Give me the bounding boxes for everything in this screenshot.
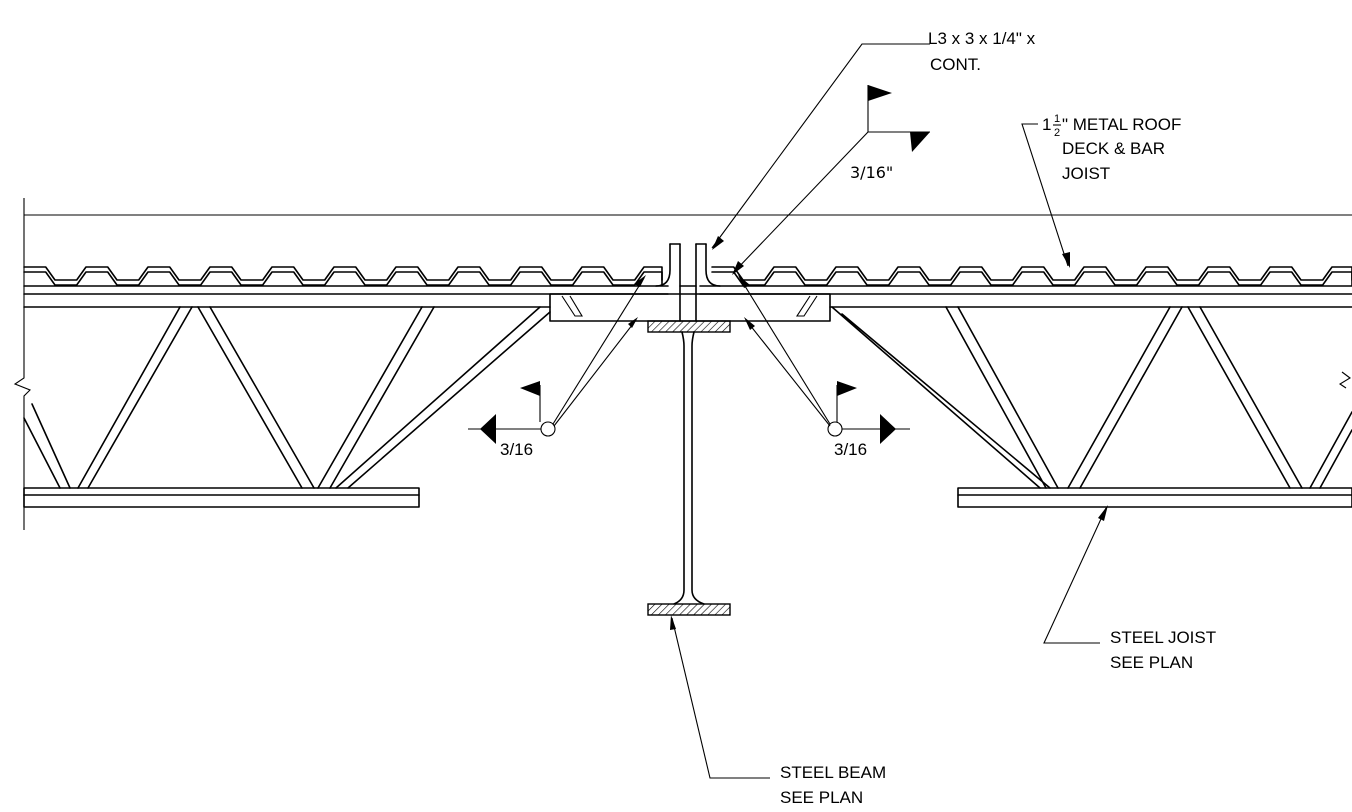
svg-text:1: 1: [1042, 115, 1051, 134]
weld-size-left: 3/16: [500, 440, 533, 459]
weld-symbol-top: [732, 85, 930, 275]
deck-label-line3: JOIST: [1062, 164, 1110, 183]
continuous-angle: [655, 243, 721, 322]
joist-bottom-chord-left: [23, 487, 420, 508]
steel-beam: [647, 320, 731, 616]
svg-text:2: 2: [1054, 127, 1060, 139]
beam-leader: [670, 615, 770, 779]
joist-leader: [1043, 505, 1108, 644]
beam-label-line2: SEE PLAN: [780, 788, 863, 807]
svg-text:1: 1: [1054, 113, 1060, 125]
metal-roof-deck: [23, 266, 1352, 286]
joist-bottom-chord-right: [957, 487, 1352, 508]
weld-symbol-right: [738, 275, 910, 444]
joist-top-chord-left: [23, 285, 669, 308]
weld-size-top: 3/16": [850, 163, 893, 182]
svg-text:" METAL ROOF: " METAL ROOF: [1062, 115, 1181, 134]
beam-label-line1: STEEL BEAM: [780, 763, 886, 782]
angle-leader: [711, 43, 930, 250]
joist-top-chord-right: [699, 285, 1352, 308]
left-break-line: [13, 198, 31, 530]
weld-size-right: 3/16: [834, 440, 867, 459]
deck-label-line1: 1 1 2 " METAL ROOF: [1042, 113, 1181, 139]
joist-label-line1: STEEL JOIST: [1110, 628, 1216, 647]
angle-label-line1: L3 x 3 x 1/4" x: [928, 29, 1036, 48]
deck-label-line2: DECK & BAR: [1062, 139, 1165, 158]
bearing-seat-plate: [549, 293, 831, 322]
deck-leader: [1021, 123, 1070, 268]
right-break-line: [1338, 371, 1351, 389]
joist-web-members-left: [23, 306, 551, 489]
seat-slots: [561, 295, 818, 317]
weld-symbol-left: [468, 275, 646, 444]
angle-label-line2: CONT.: [930, 55, 981, 74]
joist-label-line2: SEE PLAN: [1110, 653, 1193, 672]
joist-web-members-right: [831, 306, 1352, 489]
